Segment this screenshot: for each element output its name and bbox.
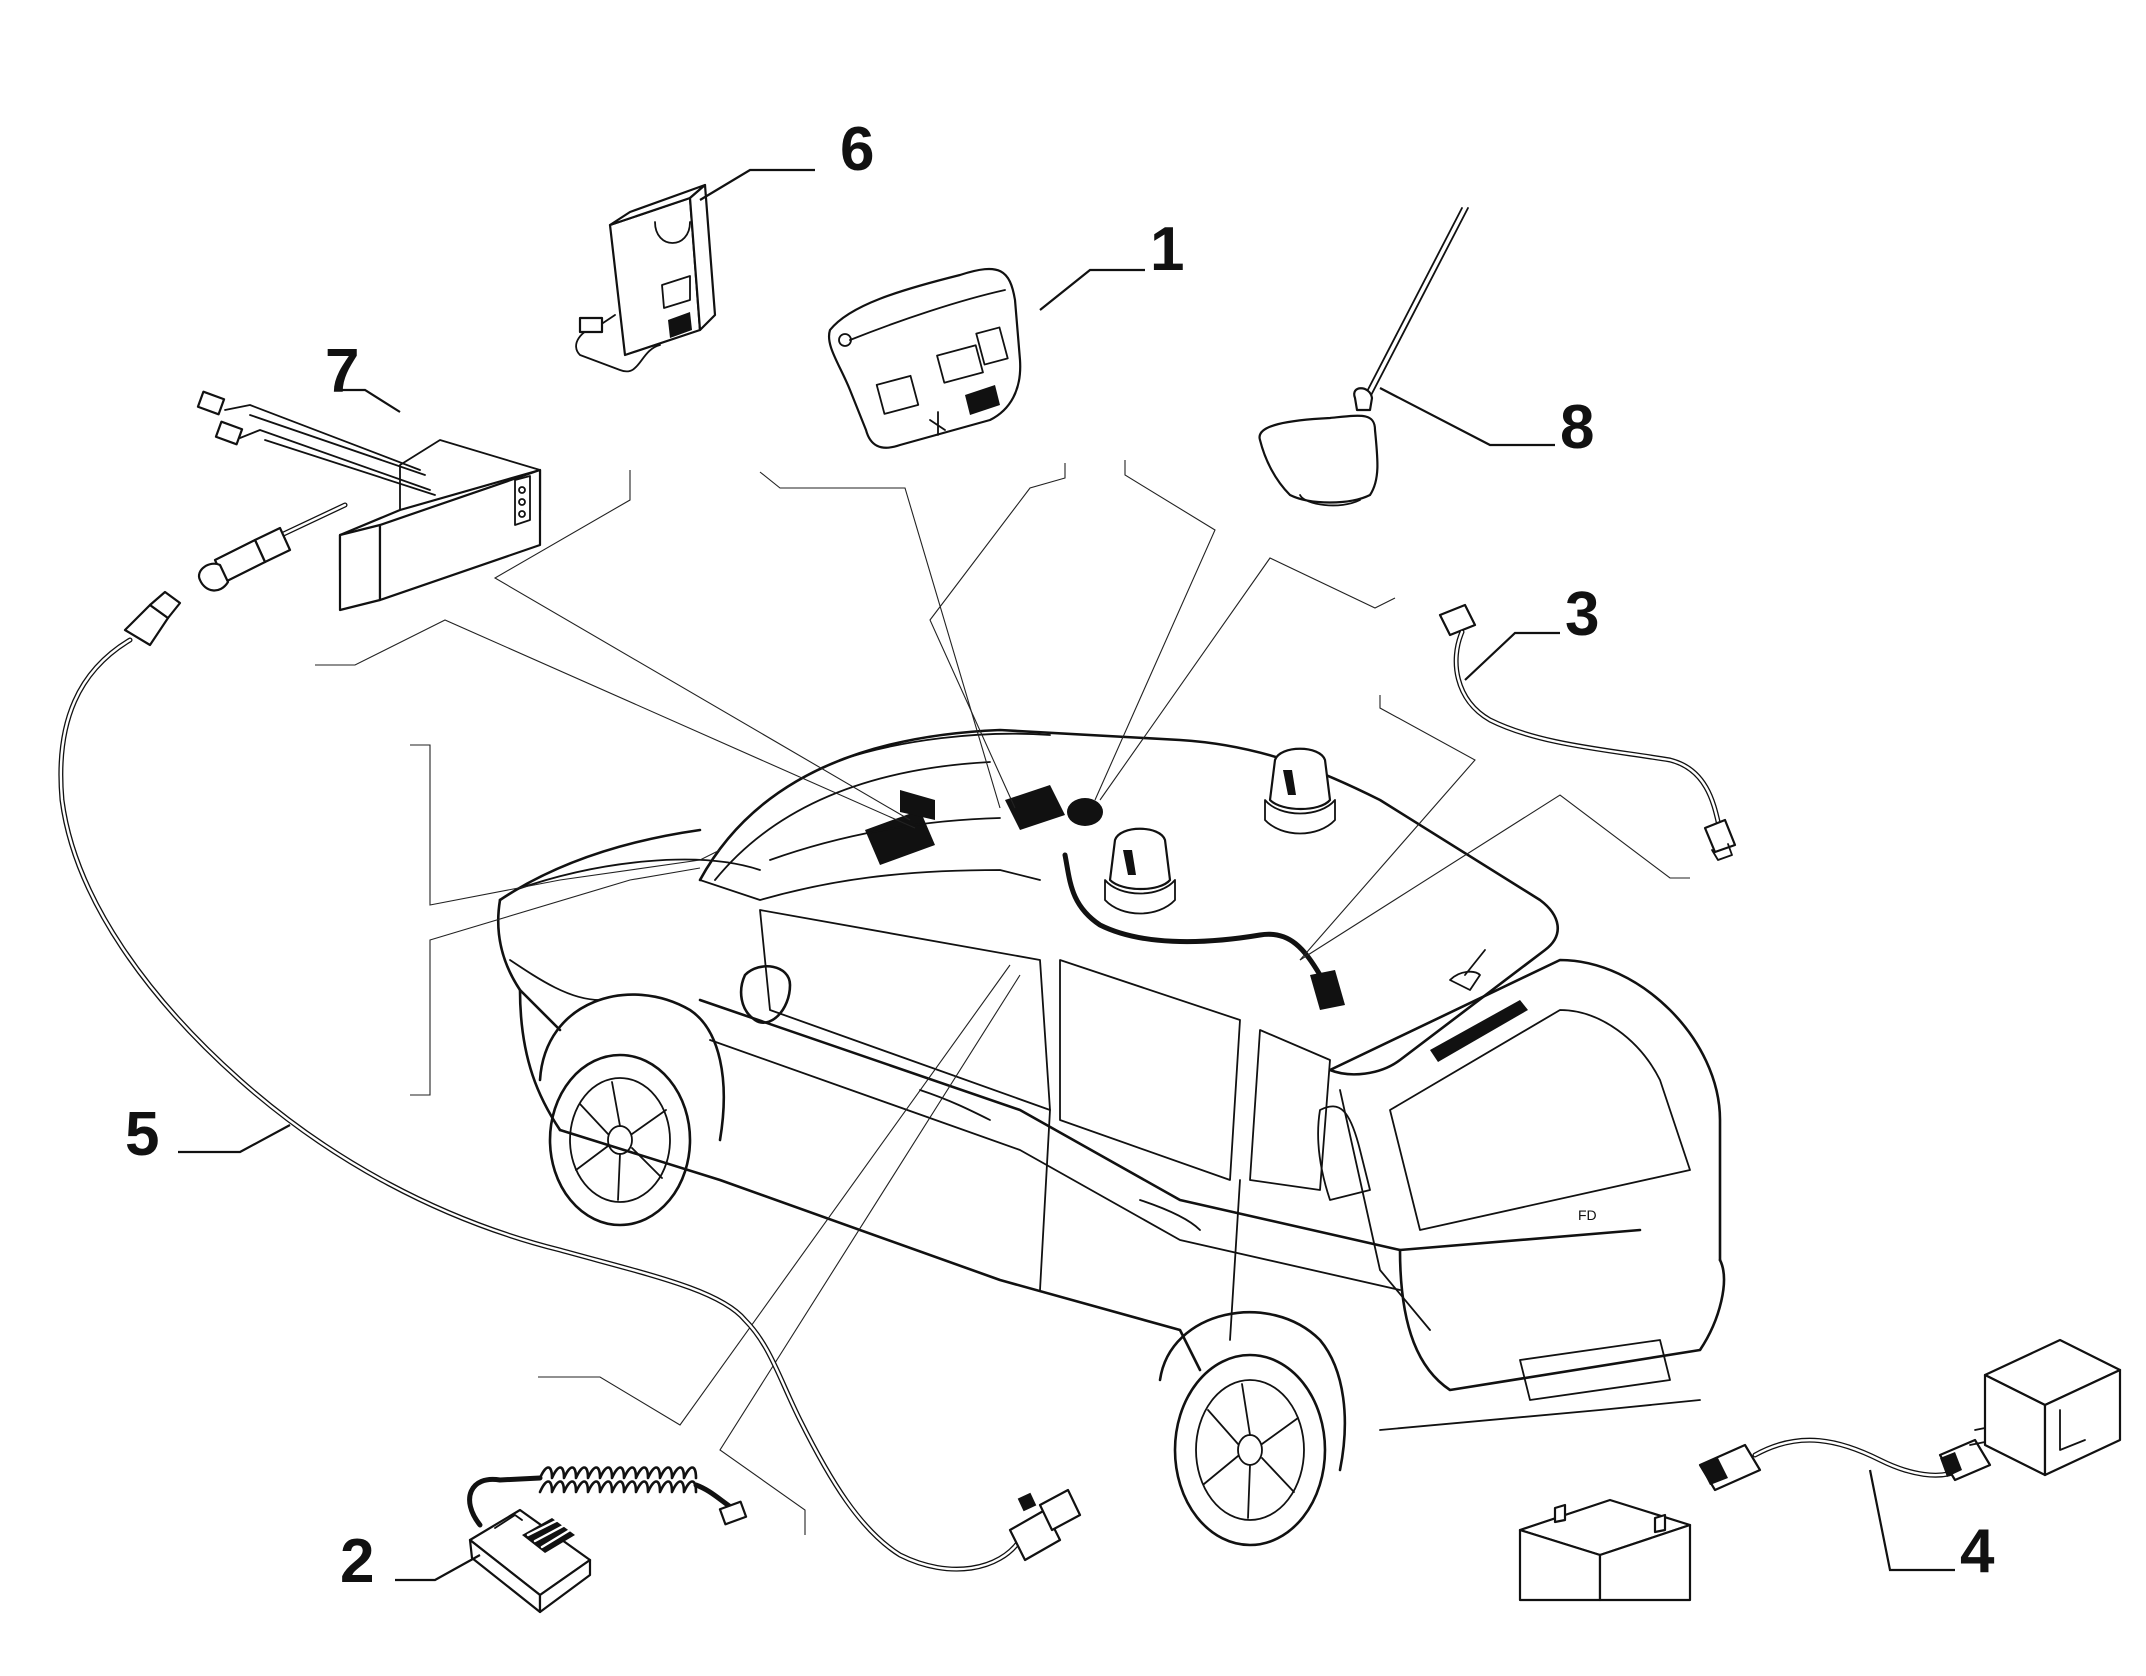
callout-2: 2 [340,1527,374,1596]
leader-lines [315,460,1690,1535]
roof-antenna [1258,207,1469,507]
callout-4: 4 [1960,1517,1995,1586]
beacon-light-front [1104,827,1176,915]
keypad [467,1466,748,1614]
callout-6: 6 [840,115,874,184]
coiled-cord [538,1466,698,1494]
roof-cable [1438,603,1737,861]
callout-8: 8 [1560,393,1594,462]
control-panel [827,267,1022,449]
callout-5: 5 [125,1100,159,1169]
handset-holder [575,183,717,373]
front-wheel [548,1053,692,1227]
rear-wheel [1173,1353,1327,1547]
vehicle-badge: FD [1578,1207,1597,1223]
radio-unit [196,390,542,612]
battery-cable [1518,1338,2122,1602]
callout-1: 1 [1150,215,1184,284]
long-cable-harness [58,590,1082,1572]
beacon-light-rear [1264,747,1336,835]
callout-7: 7 [325,337,359,406]
callout-numbers: 6 1 8 7 3 5 2 4 [125,115,1995,1596]
callout-3: 3 [1565,580,1599,649]
car-illustration: FD [496,728,1726,1547]
callout-leaders [178,168,1955,1582]
